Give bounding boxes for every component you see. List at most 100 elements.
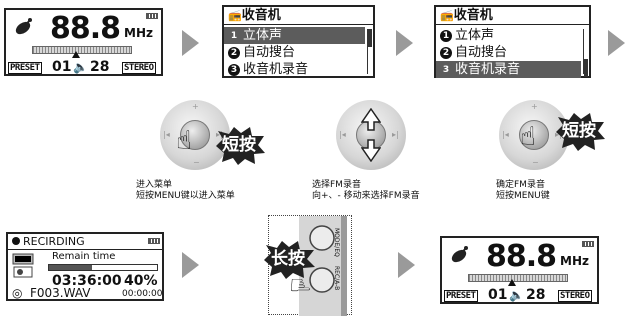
menu-item-label: 收音机录音	[455, 62, 521, 77]
recording-title-text: RECIRDING	[23, 235, 85, 248]
caption-detail: 向+、- 移动来选择FM录音	[312, 191, 420, 201]
recording-screen: RECIRDING Remain time 03:36:00 40% ◎ F00…	[6, 232, 164, 301]
joystick-press-center[interactable]: + − |◂ ▸|	[160, 100, 230, 170]
menu-scrollbar[interactable]	[583, 29, 588, 77]
menu-item-label: 立体声	[243, 28, 283, 43]
battery-icon	[148, 238, 160, 244]
remain-time-label: Remain time	[52, 251, 116, 262]
caption-title: 进入菜单	[136, 180, 173, 190]
next-icon: ▸|	[392, 130, 399, 139]
prev-icon: |◂	[502, 130, 509, 139]
preset-badge: PRESET	[444, 290, 478, 302]
caption-detail: 短按MENU键以进入菜单	[136, 191, 235, 201]
recording-progress-fill	[49, 265, 93, 270]
menu-item-number: 1	[440, 30, 452, 42]
scroll-thumb[interactable]	[368, 29, 372, 47]
next-step-arrow	[608, 30, 625, 56]
next-step-arrow	[398, 252, 415, 278]
satellite-icon	[451, 246, 468, 263]
radio-screen-bottom: 88.8 MHz PRESET 01 🔈 28 STEREO	[440, 236, 599, 304]
satellite-icon	[15, 18, 32, 35]
joystick-confirm[interactable]: + − |◂ ▸|	[499, 100, 569, 170]
step2-caption: 选择FM录音 向+、- 移动来选择FM录音	[312, 180, 420, 202]
menu-title-text: 收音机	[241, 8, 281, 23]
prev-icon: |◂	[339, 130, 346, 139]
next-step-arrow	[396, 30, 413, 56]
recording-title: RECIRDING	[8, 234, 162, 250]
short-press-burst-2	[556, 113, 605, 151]
caption-detail: 短按MENU键	[496, 191, 550, 201]
finger-hand-icon: ☝	[176, 126, 192, 156]
preset-number: 01	[488, 287, 508, 303]
radio-screen-top: 88.8 MHz PRESET 01 🔈 28 STEREO	[4, 8, 163, 76]
menu-item-number: 3	[442, 65, 450, 75]
menu-item-label: 收音机录音	[243, 62, 309, 77]
next-step-arrow	[182, 252, 199, 278]
volume-level: 28	[526, 287, 546, 303]
long-press-burst	[264, 241, 315, 279]
tuner-needle	[72, 51, 80, 58]
finger-hand-icon: ☝	[520, 122, 536, 152]
radio-icon: 📻	[228, 9, 242, 22]
minus-icon: −	[532, 158, 539, 167]
speaker-icon: 🔈	[509, 288, 524, 302]
menu-title: 📻收音机	[436, 7, 589, 25]
center-button[interactable]	[519, 120, 549, 150]
menu-item-number: 1	[230, 31, 238, 41]
battery-icon	[146, 13, 158, 19]
recording-progress	[48, 264, 158, 271]
short-press-label-1: 短按	[222, 135, 256, 155]
center-button[interactable]	[180, 120, 210, 150]
plus-icon: +	[531, 102, 538, 111]
menu-item-label: 自动搜台	[243, 45, 296, 60]
preset-number: 01	[52, 59, 72, 75]
long-press-label: 长按	[271, 249, 305, 269]
record-dot-icon	[12, 237, 20, 245]
prev-icon: |◂	[163, 130, 170, 139]
menu-item-number: 2	[228, 47, 240, 59]
frequency-unit: MHz	[560, 254, 589, 268]
stereo-badge: STEREO	[558, 290, 592, 302]
up-down-arrow-icon	[361, 108, 381, 162]
frequency-display: 88.8	[50, 11, 121, 46]
next-icon: ▸|	[216, 130, 223, 139]
mode-eq-label: MODE/EQ	[333, 228, 340, 257]
frequency-unit: MHz	[124, 26, 153, 40]
menu-item-number: 2	[440, 47, 452, 59]
step3-caption: 确定FM录音 短按MENU键	[496, 180, 550, 202]
menu-item-number: 3	[228, 64, 240, 76]
tuner-scale	[32, 46, 132, 54]
volume-level: 28	[90, 59, 110, 75]
step1-caption: 进入菜单 短按MENU键以进入菜单	[136, 180, 235, 202]
rec-ab-label: REC/A-B	[333, 266, 340, 291]
preset-badge: PRESET	[8, 62, 42, 74]
short-press-burst-1	[216, 127, 265, 165]
elapsed-time: 00:00:00	[122, 289, 163, 299]
next-icon: ▸|	[555, 130, 562, 139]
menu-item-label: 自动搜台	[455, 45, 508, 60]
menu-title: 📻收音机	[224, 7, 373, 25]
menu-item-radio-record[interactable]: 3 收音机录音	[436, 61, 581, 78]
tuner-needle	[508, 279, 516, 286]
battery-icon	[582, 241, 594, 247]
plus-icon: +	[192, 102, 199, 111]
menu-scrollbar[interactable]	[367, 29, 372, 74]
menu-item-stereo[interactable]: 1 立体声	[224, 27, 365, 44]
radio-icon: 📻	[440, 9, 454, 22]
menu-item-label: 立体声	[455, 28, 495, 43]
recording-percent: 40%	[124, 273, 158, 289]
caption-title: 确定FM录音	[496, 180, 545, 190]
tuner-scale	[468, 274, 568, 282]
scroll-thumb[interactable]	[584, 59, 588, 77]
stereo-badge: STEREO	[122, 62, 156, 74]
speaker-icon: 🔈	[73, 60, 88, 74]
microphone-icon	[12, 253, 34, 278]
menu-title-text: 收音机	[453, 8, 493, 23]
remain-time: 03:36:00	[52, 273, 122, 289]
